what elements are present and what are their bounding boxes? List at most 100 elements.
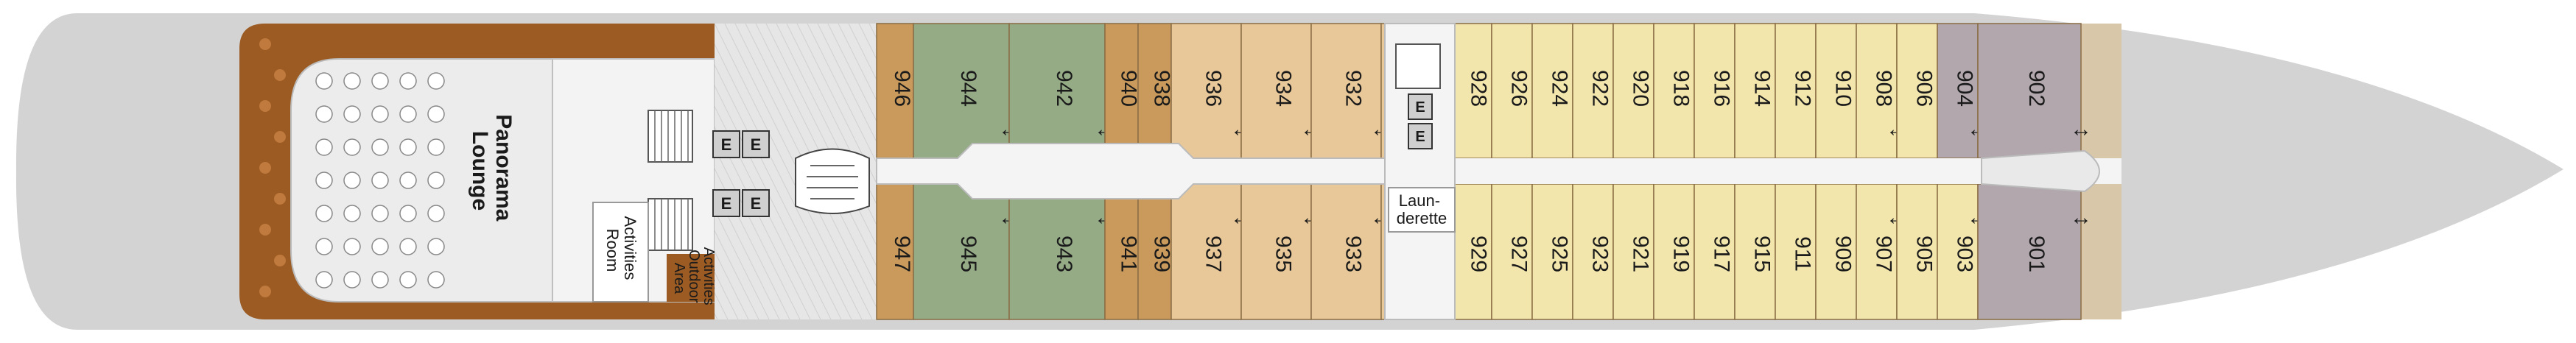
lower-cabin-939[interactable]: 939 <box>1137 183 1174 320</box>
lower-cabin-933[interactable]: 933↔ <box>1310 183 1392 320</box>
panorama-lounge-label: Panorama Lounge <box>468 114 516 227</box>
lower-cabin-945[interactable]: 945↔ <box>913 183 1020 320</box>
cabin-shape <box>913 183 1010 320</box>
cabin-number: 929 <box>1467 236 1491 272</box>
upper-cabin-944[interactable]: 944↔ <box>913 23 1020 159</box>
upper-cabin-940[interactable]: 940 <box>1104 23 1141 159</box>
launderette <box>1388 187 1456 233</box>
upper-cabin-932[interactable]: 932↔ <box>1310 23 1392 159</box>
lounge-seat <box>399 138 417 156</box>
lower-cabin-911[interactable]: 911 <box>1775 183 1817 320</box>
upper-cabin-928[interactable]: 928 <box>1450 23 1492 159</box>
lower-cabin-905[interactable]: 905 <box>1896 183 1938 320</box>
upper-cabin-914[interactable]: 914 <box>1734 23 1776 159</box>
upper-cabin-934[interactable]: 934↔ <box>1240 23 1322 159</box>
cabin-number: 927 <box>1507 236 1531 272</box>
cabin-number: 938 <box>1150 70 1174 107</box>
cabin-number: 932 <box>1341 70 1366 107</box>
elevator-box <box>742 130 770 158</box>
lower-cabin-929[interactable]: 929 <box>1450 183 1492 320</box>
lower-cabin-909[interactable]: 909 <box>1815 183 1857 320</box>
connecting-door-icon: ↔ <box>2070 117 2092 141</box>
lounge-seat <box>315 271 333 289</box>
hatch-line <box>796 24 877 185</box>
cabin-number: 924 <box>1548 70 1572 107</box>
outdoor-activities-area <box>667 254 715 302</box>
upper-cabin-924[interactable]: 924 <box>1531 23 1573 159</box>
lower-cabin-917[interactable]: 917 <box>1694 183 1736 320</box>
upper-cabin-916[interactable]: 916 <box>1694 23 1736 159</box>
lounge-seat <box>427 105 445 123</box>
cabin-shape <box>1310 23 1382 159</box>
cabin-shape <box>1240 183 1312 320</box>
cabin-shape <box>1653 183 1695 320</box>
outdoor-area-label: Activities Outdoor Area <box>671 247 717 309</box>
cabin-number: 906 <box>1912 70 1937 107</box>
lower-cabin-907[interactable]: 907↔ <box>1856 183 1908 320</box>
lounge-seat <box>399 205 417 222</box>
cabin-number: 936 <box>1201 70 1226 107</box>
deck-table <box>259 100 271 112</box>
lower-cabin-943[interactable]: 943↔ <box>1008 183 1116 320</box>
lounge-seat <box>315 72 333 90</box>
lounge-seat <box>315 238 333 255</box>
deck-table <box>274 255 286 266</box>
elevator-box <box>1408 123 1433 149</box>
elevator-box <box>712 130 740 158</box>
outdoor-area-line3: Area <box>671 263 687 294</box>
cabin-number: 918 <box>1669 70 1694 107</box>
lower-cabin-937[interactable]: 937↔ <box>1171 183 1252 320</box>
upper-cabin-902[interactable]: 902↔ <box>1977 23 2092 159</box>
lounge-seat <box>315 205 333 222</box>
lounge-seat <box>343 205 361 222</box>
elevator-box <box>712 189 740 217</box>
lower-cabin-941[interactable]: 941 <box>1104 183 1141 320</box>
lower-cabin-901[interactable]: 901↔ <box>1977 183 2092 320</box>
lower-cabin-935[interactable]: 935↔ <box>1240 183 1322 320</box>
upper-cabin-936[interactable]: 936↔ <box>1171 23 1252 159</box>
cabin-shape <box>1008 23 1106 159</box>
cabin-shape <box>1734 183 1776 320</box>
lower-cabin-947[interactable]: 947 <box>876 183 914 320</box>
lounge-seat <box>343 72 361 90</box>
lower-cabin-925[interactable]: 925 <box>1531 183 1573 320</box>
cabin-number: 912 <box>1791 70 1815 107</box>
elevators-aft: E E E E <box>712 130 770 217</box>
cabin-number: 928 <box>1467 70 1491 107</box>
atrium-staircase <box>795 148 870 214</box>
hatch-line <box>715 209 770 319</box>
cabin-number: 903 <box>1953 236 1977 272</box>
outdoor-area-line2: Outdoor <box>686 250 702 303</box>
cabin-number: 922 <box>1588 70 1612 107</box>
upper-cabin-920[interactable]: 920 <box>1612 23 1654 159</box>
upper-cabin-918[interactable]: 918 <box>1653 23 1695 159</box>
hatch-line <box>715 250 749 319</box>
cabin-shape <box>1856 23 1898 159</box>
upper-cabin-912[interactable]: 912 <box>1775 23 1817 159</box>
lower-cabin-921[interactable]: 921 <box>1612 183 1654 320</box>
lounge-seating <box>259 38 445 297</box>
lower-cabin-915[interactable]: 915 <box>1734 183 1776 320</box>
upper-cabin-908[interactable]: 908↔ <box>1856 23 1908 159</box>
upper-cabin-946[interactable]: 946 <box>876 23 914 159</box>
cabin-number: 943 <box>1052 236 1076 272</box>
upper-cabin-906[interactable]: 906 <box>1896 23 1938 159</box>
cabin-number: 911 <box>1791 236 1815 272</box>
lounge-seat <box>343 138 361 156</box>
launderette-line2: derette <box>1397 209 1447 227</box>
upper-cabin-942[interactable]: 942↔ <box>1008 23 1116 159</box>
lower-cabin-919[interactable]: 919 <box>1653 183 1695 320</box>
lower-cabin-923[interactable]: 923 <box>1572 183 1614 320</box>
cabin-shape <box>1240 23 1312 159</box>
upper-cabin-926[interactable]: 926 <box>1491 23 1533 159</box>
lounge-seat <box>343 271 361 289</box>
lounge-seat <box>315 138 333 156</box>
upper-cabin-938[interactable]: 938 <box>1137 23 1174 159</box>
outdoor-area-line1: Activities <box>701 247 717 305</box>
lower-cabin-927[interactable]: 927 <box>1491 183 1533 320</box>
hatch-line <box>838 24 877 102</box>
cabin-number: 935 <box>1271 236 1296 272</box>
cabin-shape <box>1310 183 1382 320</box>
upper-cabin-922[interactable]: 922 <box>1572 23 1614 159</box>
upper-cabin-910[interactable]: 910 <box>1815 23 1857 159</box>
